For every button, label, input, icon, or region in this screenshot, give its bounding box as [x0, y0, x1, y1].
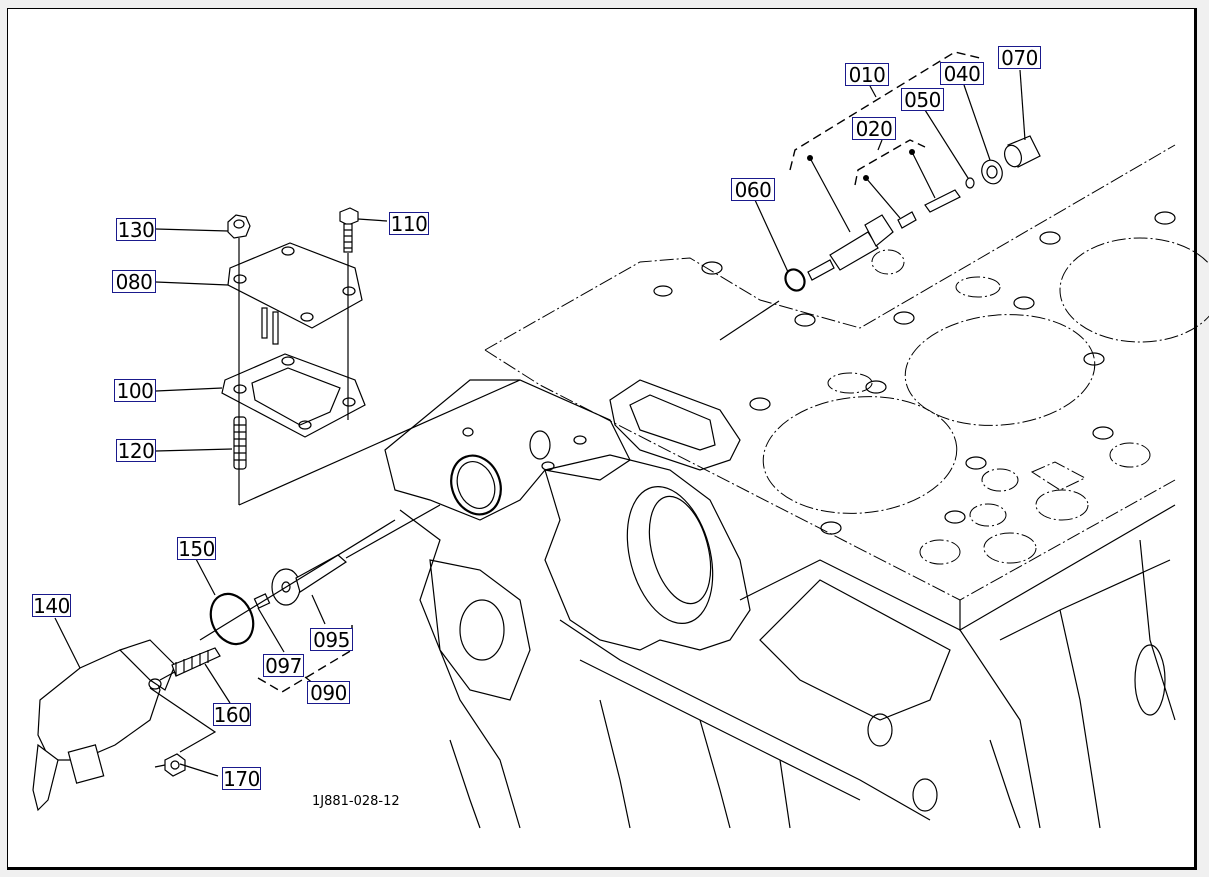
leader-lines [54, 69, 1026, 777]
callout-130[interactable]: 130 [116, 217, 156, 242]
callout-060[interactable]: 060 [731, 178, 775, 201]
callout-070[interactable]: 070 [998, 46, 1041, 69]
callout-110[interactable]: 110 [389, 211, 429, 236]
callout-020[interactable]: 020 [852, 117, 896, 140]
callout-090[interactable]: 090 [307, 681, 350, 704]
callout-010[interactable]: 010 [845, 63, 889, 86]
callout-050[interactable]: 050 [901, 88, 944, 111]
callout-095[interactable]: 095 [310, 628, 353, 651]
nozzle-assembly [719, 51, 1041, 341]
callout-120[interactable]: 120 [116, 438, 156, 463]
engine-block [384, 144, 1209, 829]
callout-160[interactable]: 160 [213, 702, 251, 727]
callout-100[interactable]: 100 [114, 379, 156, 402]
stop-solenoid-assembly [32, 504, 441, 812]
diagram-frame [7, 8, 1197, 870]
callout-040[interactable]: 040 [940, 62, 984, 85]
callout-140[interactable]: 140 [32, 593, 71, 618]
water-passages [827, 249, 1151, 565]
callout-097[interactable]: 097 [263, 654, 304, 677]
drawing-number: 1J881-028-12 [312, 794, 400, 809]
callout-080[interactable]: 080 [112, 270, 156, 293]
callout-150[interactable]: 150 [177, 536, 216, 561]
cover-plate-assembly [221, 207, 521, 506]
bolt-holes [653, 211, 1176, 535]
callout-170[interactable]: 170 [222, 766, 261, 791]
